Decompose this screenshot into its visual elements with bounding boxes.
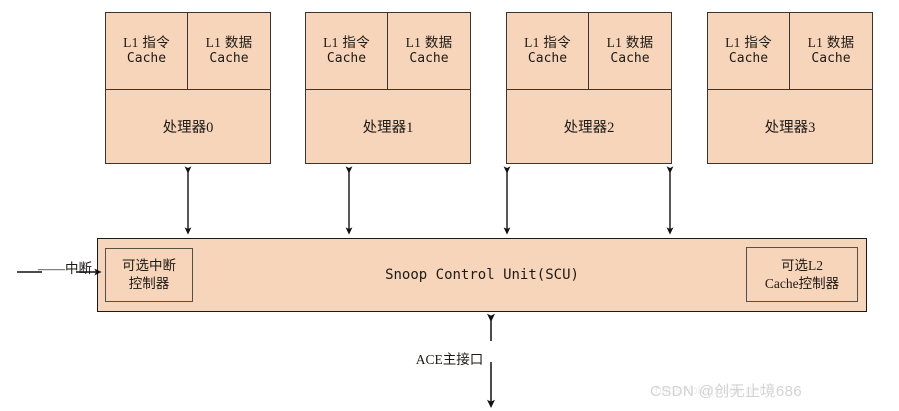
l1-dcache-sublabel: Cache (409, 51, 449, 67)
l1-icache-sublabel: Cache (326, 51, 367, 67)
ace-master-interface-label: ACE主接口 (415, 352, 484, 367)
l1-instruction-cache-1: L1 指令 Cache (306, 13, 388, 89)
l1-icache-label: L1 指令 (323, 35, 370, 51)
l1-instruction-cache-0: L1 指令 Cache (106, 13, 188, 89)
l1-data-cache-0: L1 数据 Cache (188, 13, 270, 89)
l1-icache-sublabel: Cache (126, 51, 167, 67)
l1-dcache-sublabel: Cache (610, 51, 650, 67)
processor-label-3: 处理器3 (764, 120, 816, 136)
l1-icache-sublabel: Cache (728, 51, 769, 67)
processor-label-row-2: 处理器2 (507, 90, 671, 163)
watermark-url: https://blog.csdn.net (655, 383, 763, 397)
l1-icache-label: L1 指令 (524, 35, 571, 51)
l1-dcache-sublabel: Cache (811, 51, 851, 67)
processor-block-1: L1 指令 Cache L1 数据 Cache 处理器1 (305, 12, 471, 164)
watermark-text: CSDN @创无止境686 (650, 383, 803, 400)
processor-label-1: 处理器1 (362, 120, 414, 136)
l1-icache-sublabel: Cache (527, 51, 568, 67)
l1-icache-label: L1 指令 (725, 35, 772, 51)
l1-icache-label: L1 指令 (123, 35, 170, 51)
l1-dcache-sublabel: Cache (209, 51, 249, 67)
l1-dcache-label: L1 数据 (807, 35, 855, 51)
irq-ctrl-line2: 控制器 (128, 276, 170, 291)
l1-instruction-cache-2: L1 指令 Cache (507, 13, 589, 89)
l1-cache-row-0: L1 指令 Cache L1 数据 Cache (106, 13, 270, 90)
l1-cache-row-1: L1 指令 Cache L1 数据 Cache (306, 13, 470, 90)
l1-cache-row-3: L1 指令 Cache L1 数据 Cache (708, 13, 872, 90)
processor-label-0: 处理器0 (162, 120, 214, 136)
processor-label-row-1: 处理器1 (306, 90, 470, 163)
processor-label-row-0: 处理器0 (106, 90, 270, 163)
l2-ctrl-line1: 可选L2 (781, 257, 823, 273)
processor-label-2: 处理器2 (563, 120, 615, 136)
l1-dcache-label: L1 数据 (405, 35, 453, 51)
snoop-control-unit-block: Snoop Control Unit(SCU) 可选中断 控制器 可选L2 Ca… (97, 238, 867, 312)
processor-label-row-3: 处理器3 (708, 90, 872, 163)
processor-block-2: L1 指令 Cache L1 数据 Cache 处理器2 (506, 12, 672, 164)
irq-ctrl-line1: 可选中断 (122, 258, 176, 274)
l1-data-cache-3: L1 数据 Cache (790, 13, 872, 89)
l1-cache-row-2: L1 指令 Cache L1 数据 Cache (507, 13, 671, 90)
l1-dcache-label: L1 数据 (606, 35, 654, 51)
l1-data-cache-2: L1 数据 Cache (589, 13, 671, 89)
processor-block-0: L1 指令 Cache L1 数据 Cache 处理器0 (105, 12, 271, 164)
optional-l2-cache-controller-box: 可选L2 Cache控制器 (746, 247, 858, 302)
scu-title-label: Snoop Control Unit(SCU) (385, 267, 579, 283)
l1-instruction-cache-3: L1 指令 Cache (708, 13, 790, 89)
interrupt-connector-label: ——中断 (38, 261, 92, 276)
l2-ctrl-line2: Cache控制器 (764, 275, 840, 291)
optional-interrupt-controller-box: 可选中断 控制器 (105, 248, 193, 302)
l1-dcache-label: L1 数据 (205, 35, 253, 51)
processor-block-3: L1 指令 Cache L1 数据 Cache 处理器3 (707, 12, 873, 164)
l1-data-cache-1: L1 数据 Cache (388, 13, 470, 89)
